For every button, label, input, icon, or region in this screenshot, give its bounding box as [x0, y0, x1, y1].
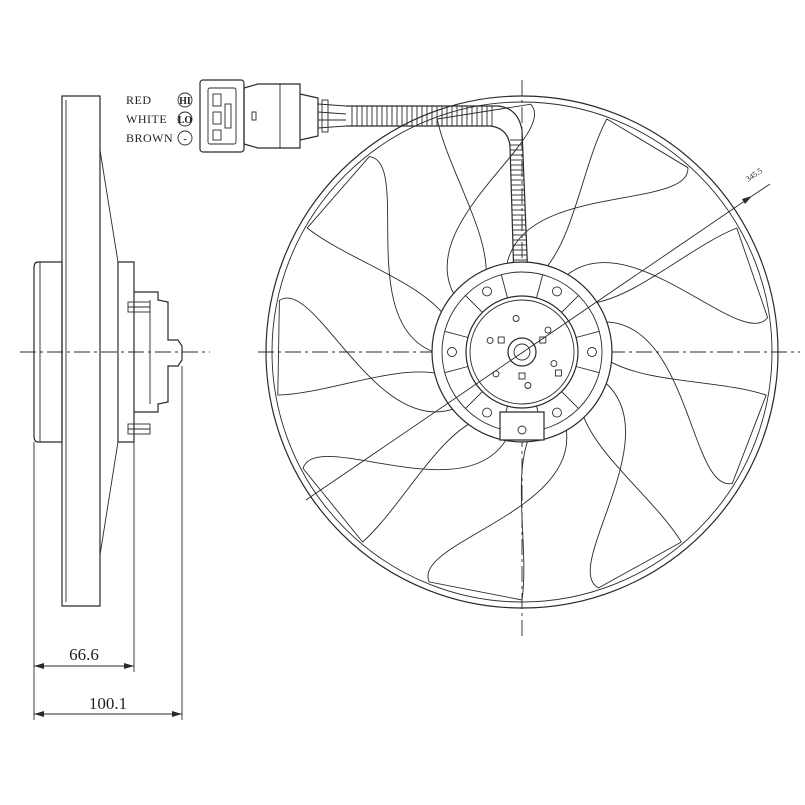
fan-blades	[277, 103, 769, 601]
fan-blade	[277, 297, 455, 413]
motor-hole	[486, 336, 494, 344]
plug-body	[243, 83, 301, 149]
hub-rib	[444, 330, 469, 338]
hub-hole	[447, 347, 457, 357]
pin-circle-hi	[177, 92, 193, 108]
front-view: 345.5	[258, 80, 800, 640]
hub-rib	[561, 295, 579, 313]
motor-slot	[518, 372, 526, 380]
side-shroud	[61, 95, 101, 607]
pin-label-hi: HI	[179, 96, 191, 107]
fan-blade	[604, 321, 767, 484]
motor-features	[486, 315, 562, 389]
fan-blade	[582, 381, 683, 589]
side-bracket	[134, 291, 183, 413]
hub-rib	[561, 391, 579, 409]
fan-blade	[506, 118, 689, 268]
hub-mount-holes	[447, 286, 597, 418]
side-motor-front	[33, 261, 63, 443]
motor-slot	[554, 369, 562, 377]
hub-hole	[482, 286, 492, 297]
motor-hole	[544, 326, 552, 334]
hub-rib	[444, 366, 469, 374]
radius-dim-line	[305, 195, 753, 501]
fan-blade	[302, 422, 508, 543]
plug-pin-lo	[212, 111, 222, 125]
dim-width-inner: 66.6	[69, 645, 99, 664]
hub-rib	[575, 366, 600, 374]
pin-circle-minus	[177, 130, 193, 146]
side-blade-profile	[99, 149, 119, 556]
side-view: 66.6 100.1	[20, 95, 210, 720]
cable-sleeve-ribs	[351, 106, 528, 276]
connector: RED WHITE BROWN HI LO -	[126, 79, 529, 294]
plug-pin-minus	[212, 129, 222, 141]
hub-rib	[536, 274, 544, 299]
plug-face	[199, 79, 245, 153]
motor-shaft	[513, 343, 531, 361]
motor-hole	[512, 315, 520, 322]
hub-rib	[465, 391, 483, 409]
fan-outer-rim	[265, 95, 779, 609]
wire-label-brown: BROWN	[126, 131, 173, 145]
hub-rib	[500, 274, 508, 299]
cable-sleeve	[346, 105, 529, 281]
hub-rib	[465, 295, 483, 313]
hub-hole	[552, 286, 562, 297]
fan-blade	[436, 103, 535, 296]
motor-slot	[497, 336, 505, 344]
plug-boot	[299, 93, 319, 141]
hub-hole	[482, 407, 492, 418]
hub-rib	[575, 330, 600, 338]
motor-slot	[539, 336, 547, 344]
motor-hole	[524, 382, 532, 389]
motor-shaft-boss	[507, 337, 537, 367]
wire-label-red: RED	[126, 93, 152, 107]
dim-radius: 345.5	[744, 166, 764, 184]
fan-blade	[427, 428, 568, 601]
pin-label-lo: LO	[178, 115, 193, 126]
wire-label-white: WHITE	[126, 112, 167, 126]
hub-hole	[587, 347, 597, 357]
fan-blade	[565, 227, 769, 324]
motor-hole	[550, 360, 558, 368]
dim-width-total: 100.1	[89, 694, 127, 713]
plug-pin-hi	[212, 93, 222, 107]
fan-blade	[306, 156, 444, 353]
plug-wires	[317, 103, 347, 129]
hub-hole	[552, 407, 562, 418]
pin-label-minus: -	[183, 134, 186, 145]
pin-circle-lo	[177, 111, 193, 127]
